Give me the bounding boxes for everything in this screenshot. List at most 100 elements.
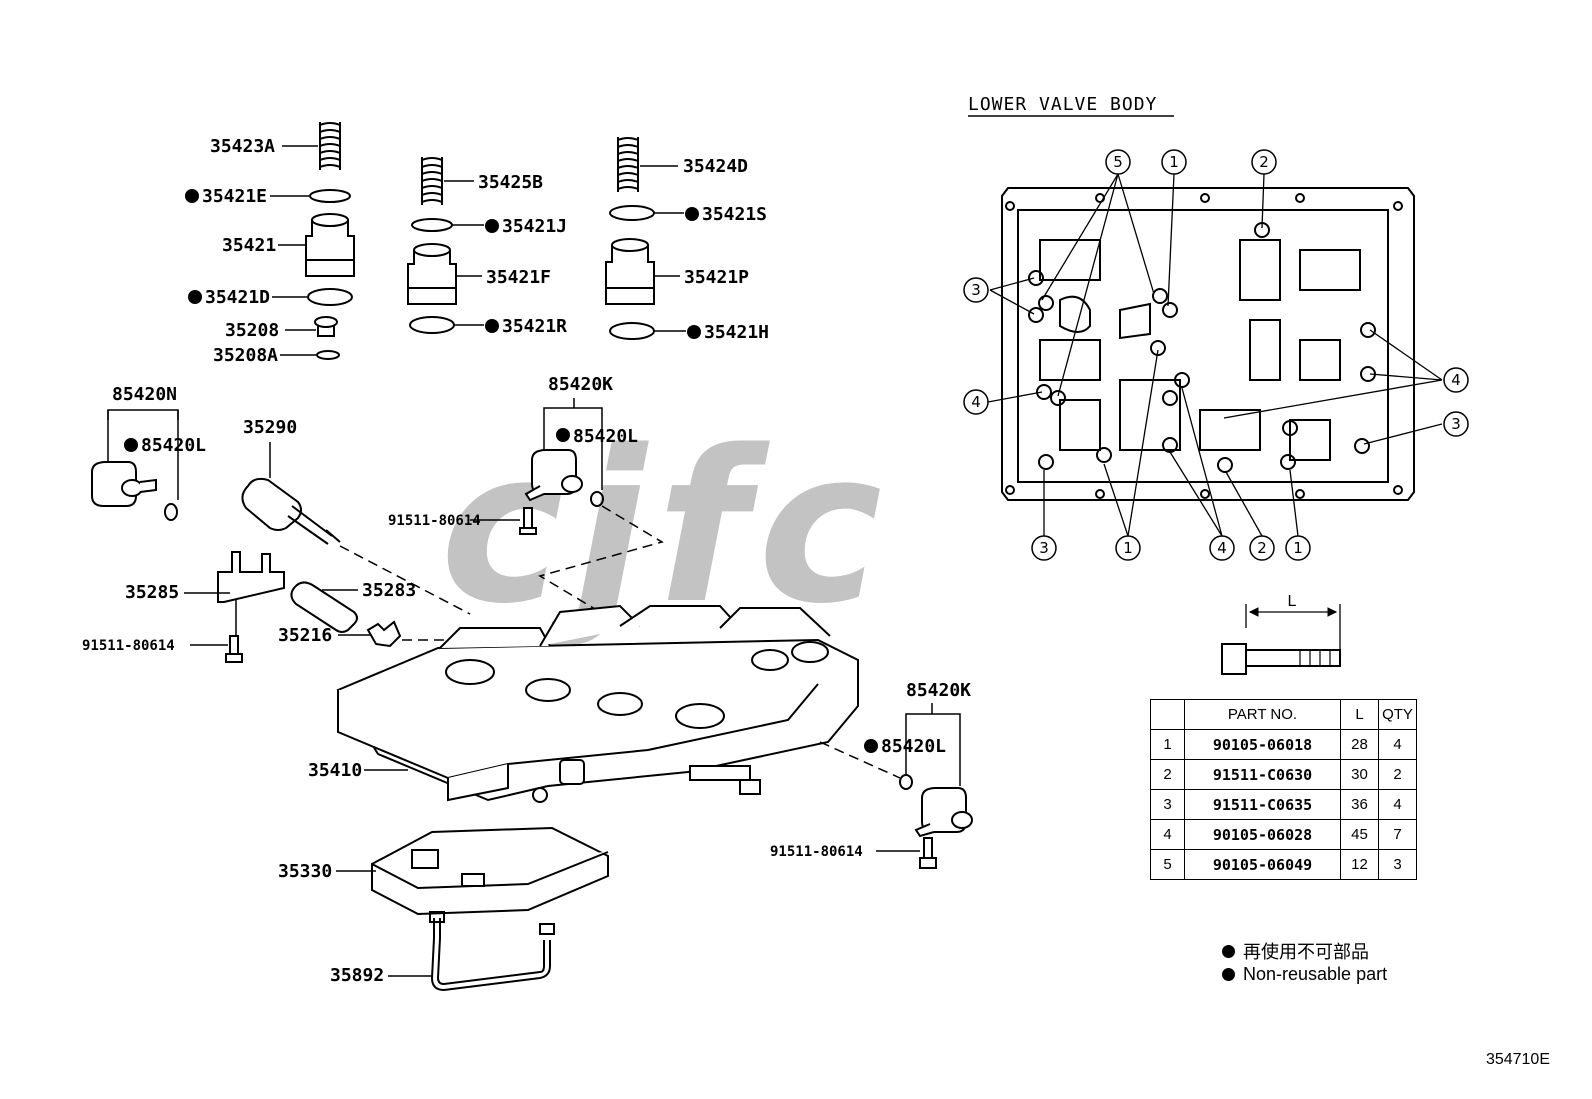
callout-3-right: 3 — [1451, 415, 1461, 433]
o-ring-85420L-c — [899, 774, 913, 790]
callout-2-top: 2 — [1259, 153, 1269, 171]
spring-35425B — [421, 157, 443, 205]
o-ring-35421E — [309, 189, 351, 203]
legend-en: Non-reusable part — [1222, 964, 1387, 985]
pipe-35892 — [429, 911, 555, 992]
callout-2-bottom: 2 — [1257, 539, 1267, 557]
label-85420K-b: 85420K — [906, 680, 971, 701]
clip-35216 — [366, 620, 402, 648]
callout-leaders — [987, 173, 1443, 537]
table-header-qty: QTY — [1378, 699, 1417, 730]
label-35283: 35283 — [362, 580, 416, 601]
callout-4-left: 4 — [971, 393, 981, 411]
part-number: 91511-C0630 — [1184, 759, 1341, 790]
label-35421: 35421 — [222, 235, 276, 256]
callout-3-left: 3 — [971, 281, 981, 299]
qty-value: 2 — [1378, 759, 1417, 790]
callout-1-bottom-a: 1 — [1123, 539, 1133, 557]
label-35410: 35410 — [308, 760, 362, 781]
label-35208: 35208 — [225, 320, 279, 341]
lower-valve-body-plan — [1001, 187, 1415, 501]
row-number: 5 — [1150, 849, 1185, 880]
table-row: 4 90105-06028 45 7 — [1150, 819, 1417, 850]
clip-35208A — [316, 350, 340, 360]
label-35330: 35330 — [278, 861, 332, 882]
callout-4-right: 4 — [1451, 371, 1461, 389]
spring-35423A — [319, 122, 341, 170]
label-35285: 35285 — [125, 582, 179, 603]
o-ring-85420L-b — [590, 491, 604, 507]
length-value: 36 — [1340, 789, 1379, 820]
row-number: 2 — [1150, 759, 1185, 790]
spring-35424D — [617, 137, 639, 192]
label-35216: 35216 — [278, 625, 332, 646]
qty-value: 7 — [1378, 819, 1417, 850]
bolt-hole-markers — [1028, 222, 1376, 473]
bolt-91511-a — [519, 507, 537, 535]
table-header-length: L — [1340, 699, 1379, 730]
length-value: 45 — [1340, 819, 1379, 850]
callout-1-top: 1 — [1169, 153, 1179, 171]
label-35421D: 35421D — [205, 287, 270, 308]
valve-body-35410 — [336, 604, 859, 803]
label-35421J: 35421J — [502, 216, 567, 237]
part-number: 90105-06018 — [1184, 729, 1341, 760]
o-ring-35421D — [307, 288, 353, 306]
solenoid-35290 — [241, 477, 341, 545]
table-row: 3 91511-C0635 36 4 — [1150, 789, 1417, 820]
o-ring-35421J — [411, 218, 453, 232]
label-85420N: 85420N — [112, 384, 177, 405]
row-number: 3 — [1150, 789, 1185, 820]
label-35421R: 35421R — [502, 316, 567, 337]
bolt-spec-table: PART NO. L QTY 1 90105-06018 28 4 2 9151… — [1150, 699, 1417, 880]
part-number: 90105-06028 — [1184, 819, 1341, 850]
table-row: 5 90105-06049 12 3 — [1150, 849, 1417, 880]
label-85420L-c: 85420L — [881, 736, 946, 757]
o-ring-35421R — [409, 316, 455, 334]
label-35290: 35290 — [243, 417, 297, 438]
o-ring-35421S — [609, 205, 655, 221]
diagram-code: 354710E — [1485, 1051, 1550, 1068]
qty-value: 4 — [1378, 789, 1417, 820]
qty-value: 4 — [1378, 729, 1417, 760]
sleeve-35421F — [407, 243, 457, 305]
label-35208A: 35208A — [213, 345, 278, 366]
length-value: 28 — [1340, 729, 1379, 760]
row-number: 4 — [1150, 819, 1185, 850]
length-value: 30 — [1340, 759, 1379, 790]
label-91511-80614-a: 91511-80614 — [388, 513, 481, 529]
legend-jp-text: 再使用不可部品 — [1243, 942, 1369, 962]
table-row: 1 90105-06018 28 4 — [1150, 729, 1417, 760]
valve-35283 — [290, 581, 358, 633]
sleeve-35421 — [305, 213, 355, 277]
legend-en-text: Non-reusable part — [1243, 964, 1388, 984]
solenoid-85420N — [91, 461, 157, 507]
callout-5: 5 — [1113, 153, 1123, 171]
label-35892: 35892 — [330, 965, 384, 986]
callout-3-bottom: 3 — [1039, 539, 1049, 557]
plug-35208 — [314, 316, 338, 337]
label-35424D: 35424D — [683, 156, 748, 177]
label-85420L-b: 85420L — [573, 426, 638, 447]
strainer-35330 — [371, 826, 609, 916]
row-number: 1 — [1150, 729, 1185, 760]
solenoid-85420K-bottom — [914, 787, 973, 838]
label-35421E: 35421E — [202, 186, 267, 207]
label-85420K-a: 85420K — [548, 374, 613, 395]
o-ring-85420L-a — [164, 503, 178, 521]
bolt-length-label: L — [1288, 593, 1297, 610]
label-35421S: 35421S — [702, 204, 767, 225]
label-35421P: 35421P — [684, 267, 749, 288]
bracket-35285 — [217, 551, 285, 603]
label-35425B: 35425B — [478, 172, 543, 193]
callout-1-bottom-b: 1 — [1293, 539, 1303, 557]
length-value: 12 — [1340, 849, 1379, 880]
legend-jp: 再使用不可部品 — [1222, 938, 1369, 964]
table-header-part-no: PART NO. — [1184, 699, 1341, 730]
label-91511-80614-c: 91511-80614 — [770, 844, 863, 860]
bolt-length-illustration — [1221, 604, 1341, 675]
bolt-91511-b — [225, 635, 243, 663]
sleeve-35421P — [605, 238, 655, 305]
label-35423A: 35423A — [210, 136, 275, 157]
non-reusable-dot-icon — [1222, 968, 1235, 981]
